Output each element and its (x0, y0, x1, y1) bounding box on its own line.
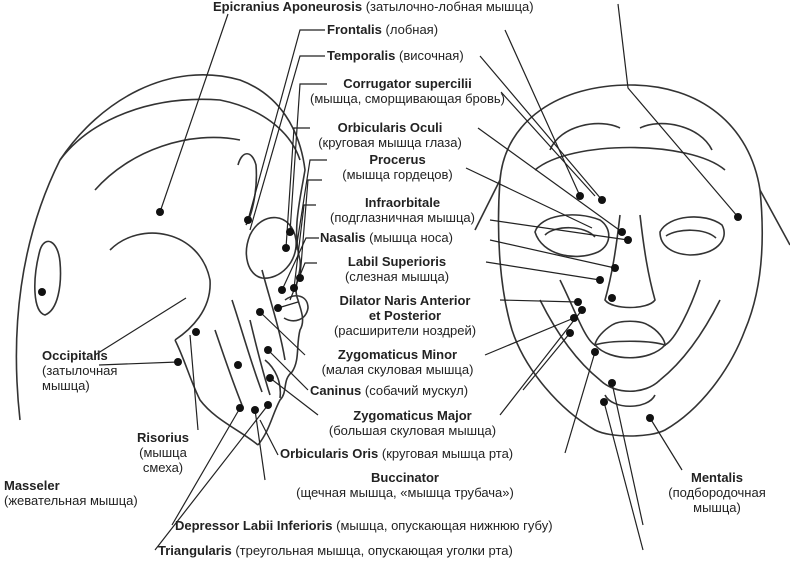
marker-dot (618, 228, 626, 236)
leader-line (617, 3, 739, 218)
leader-line (98, 361, 179, 366)
leader-lines (94, 3, 739, 551)
marker-dot (264, 401, 272, 409)
leader-line (504, 29, 581, 197)
label-buccinator: Buccinator(щечная мышца, «мышца трубача»… (296, 470, 514, 500)
marker-dot (611, 264, 619, 272)
marker-dot (286, 228, 294, 236)
leader-line (295, 159, 327, 251)
marker-dot (264, 346, 272, 354)
leader-line (485, 261, 601, 281)
leader-line (522, 332, 571, 391)
marker-dot (591, 348, 599, 356)
side-head-outline (15, 74, 309, 446)
label-frontalis: Frontalis (лобная) (327, 22, 439, 37)
label-corrugator: Corrugator supercilii(мышца, сморщивающа… (309, 76, 506, 106)
marker-dot (266, 374, 274, 382)
label-masseler: Masseler(жевательная мышца) (4, 478, 138, 508)
marker-dot (624, 236, 632, 244)
leader-line (489, 219, 629, 241)
leader-line (249, 55, 325, 231)
marker-dot (192, 328, 200, 336)
marker-dot (174, 358, 182, 366)
leader-line (259, 311, 306, 356)
label-depressor: Depressor Labii Inferioris (мышца, опуск… (175, 518, 553, 533)
marker-dot (282, 244, 290, 252)
marker-dot (296, 274, 304, 282)
marker-dot (578, 306, 586, 314)
leader-line (293, 204, 316, 289)
marker-dot (600, 398, 608, 406)
marker-dot (156, 208, 164, 216)
leader-line (500, 91, 596, 197)
marker-dot (596, 276, 604, 284)
dot-markers (38, 192, 742, 422)
leader-line (477, 127, 623, 233)
leader-line (171, 407, 241, 526)
leader-line (564, 351, 596, 454)
leader-line (269, 377, 319, 416)
marker-dot (570, 314, 578, 322)
leader-line (154, 404, 269, 551)
marker-dot (278, 286, 286, 294)
marker-dot (256, 308, 264, 316)
marker-dot (234, 361, 242, 369)
leader-line (479, 55, 603, 201)
leader-line (465, 167, 593, 229)
leader-line (159, 13, 229, 213)
marker-dot (646, 414, 654, 422)
leader-line (649, 417, 683, 471)
leader-line (611, 382, 644, 526)
marker-dot (576, 192, 584, 200)
leader-line (267, 349, 309, 391)
marker-dot (274, 304, 282, 312)
marker-dot (290, 284, 298, 292)
leader-line (499, 299, 579, 303)
leader-line (285, 127, 310, 249)
marker-dot (244, 216, 252, 224)
marker-dot (734, 213, 742, 221)
leader-line (499, 309, 583, 416)
leader-line (489, 239, 616, 269)
leader-line (247, 29, 325, 221)
label-triangularis: Triangularis (треугольная мышца, опускаю… (158, 543, 513, 558)
label-procerus: Procerus(мышца гордецов) (342, 152, 453, 182)
marker-dot (251, 406, 259, 414)
leader-line (281, 237, 319, 291)
marker-dot (608, 294, 616, 302)
leader-line (189, 334, 199, 431)
leader-line (603, 401, 644, 551)
marker-dot (598, 196, 606, 204)
label-zygomaticus-minor: Zygomaticus Minor(малая скуловая мышца) (321, 347, 474, 377)
marker-dot (566, 329, 574, 337)
leader-line (289, 83, 327, 233)
marker-dot (574, 298, 582, 306)
label-orbicularis-oculi: Orbicularis Oculi(круговая мышца глаза) (318, 120, 462, 150)
label-zygomaticus-major: Zygomaticus Major(большая скуловая мышца… (328, 408, 497, 438)
leader-line (254, 409, 266, 481)
marker-dot (608, 379, 616, 387)
label-caninus: Caninus (собачий мускул) (310, 383, 469, 398)
leader-line (94, 297, 187, 356)
marker-dot (38, 288, 46, 296)
front-face-outline (474, 84, 790, 437)
label-labil-superioris: Labil Superioris(слезная мышца) (344, 254, 450, 284)
label-infraorbitale: Infraorbitale(подглазничная мышца) (330, 195, 475, 225)
label-temporalis: Temporalis (височная) (327, 48, 464, 63)
label-orbicularis-oris: Orbicularis Oris (круговая мышца рта) (280, 446, 514, 461)
label-nasalis: Nasalis (мышца носа) (320, 230, 453, 245)
label-epicranius: Epicranius Aponeurosis (затылочно-лобная… (213, 0, 534, 14)
leader-line (484, 317, 575, 356)
marker-dot (236, 404, 244, 412)
leader-line (259, 419, 279, 456)
